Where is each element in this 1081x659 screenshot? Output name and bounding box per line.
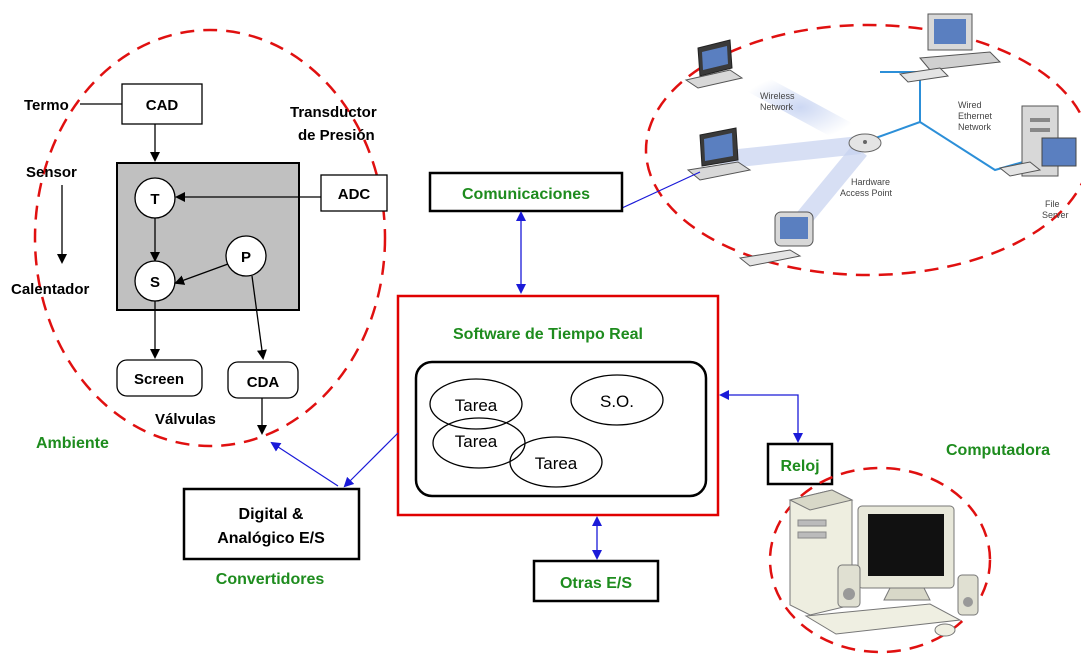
so-label: S.O. — [600, 392, 634, 411]
wireless-label-1: Wireless — [760, 91, 795, 101]
adc-label: ADC — [338, 186, 371, 203]
convertidores-box — [182, 487, 361, 561]
computer-icon — [788, 489, 979, 637]
convertidores-line1: Digital & — [239, 506, 304, 523]
access-point-led — [863, 140, 867, 144]
computadora-dashed-ellipse — [768, 466, 992, 654]
reloj-box — [766, 442, 834, 486]
calentador-label: Calentador — [11, 281, 90, 298]
laptop-icon-middle — [686, 127, 752, 181]
laptop-icon-top — [684, 39, 744, 89]
cda-box — [227, 361, 299, 399]
node-t-label: T — [150, 191, 159, 208]
node-p — [225, 235, 267, 277]
cda-label: CDA — [247, 374, 280, 391]
termo-label: Termo — [24, 97, 69, 114]
comunicaciones-box — [428, 171, 624, 213]
p-to-cda-arrow — [251, 275, 267, 360]
rt-to-converter-arrow — [343, 432, 399, 488]
realtime-title: Software de Tiempo Real — [453, 326, 643, 343]
tarea-label-1: Tarea — [455, 396, 498, 415]
wireless-label-2: Network — [760, 102, 794, 112]
wireless-wave-2 — [719, 136, 861, 169]
so-ellipse — [570, 374, 664, 426]
ambiente-dashed-ellipse — [33, 28, 387, 448]
cad-label: CAD — [146, 97, 179, 114]
tarea-label-3: Tarea — [535, 454, 578, 473]
tarea-label-2: Tarea — [455, 432, 498, 451]
hw-label-2: Access Point — [840, 188, 893, 198]
tarea-ellipse-3 — [509, 436, 603, 488]
network-group: Wireless Network Wired Ethernet Network … — [644, 13, 1081, 277]
desktop-icon-bottom — [738, 211, 814, 267]
computadora-label: Computadora — [946, 442, 1050, 459]
ambiente-label: Ambiente — [36, 435, 109, 452]
wired-line-3 — [919, 121, 1031, 172]
comm-to-network-line — [621, 171, 701, 209]
wireless-wave-1 — [734, 65, 866, 150]
rt-reloj-arrow — [719, 390, 803, 443]
node-p-label: P — [241, 249, 251, 266]
convertidores-line2: Analógico E/S — [217, 530, 325, 547]
screen-box — [116, 359, 203, 397]
wired-label-2: Ethernet — [958, 111, 993, 121]
valvulas-label: Válvulas — [155, 411, 216, 428]
file-label-2: Server — [1042, 210, 1069, 220]
wired-label-1: Wired — [958, 100, 982, 110]
otras-box — [532, 559, 660, 603]
converter-to-ambiente-arrow — [270, 441, 339, 487]
reloj-label: Reloj — [780, 458, 819, 475]
transductor-label-1: Transductor — [290, 104, 377, 121]
adc-box — [320, 174, 388, 212]
comunicaciones-label: Comunicaciones — [462, 186, 590, 203]
file-label-1: File — [1045, 199, 1060, 209]
workstation-icon — [898, 13, 1002, 83]
screen-label: Screen — [134, 371, 184, 388]
wired-label-3: Network — [958, 122, 992, 132]
transductor-label-2: de Presión — [298, 127, 375, 144]
hw-label-1: Hardware — [851, 177, 890, 187]
file-server-icon — [998, 105, 1077, 177]
cad-box — [121, 83, 203, 125]
convertidores-label: Convertidores — [216, 571, 325, 588]
p-to-s-arrow — [174, 263, 229, 285]
otras-label: Otras E/S — [560, 575, 632, 592]
tarea-ellipse-1 — [429, 378, 523, 430]
node-s-label: S — [150, 274, 160, 291]
network-dashed-ellipse — [644, 23, 1081, 277]
sensor-label: Sensor — [26, 164, 77, 181]
